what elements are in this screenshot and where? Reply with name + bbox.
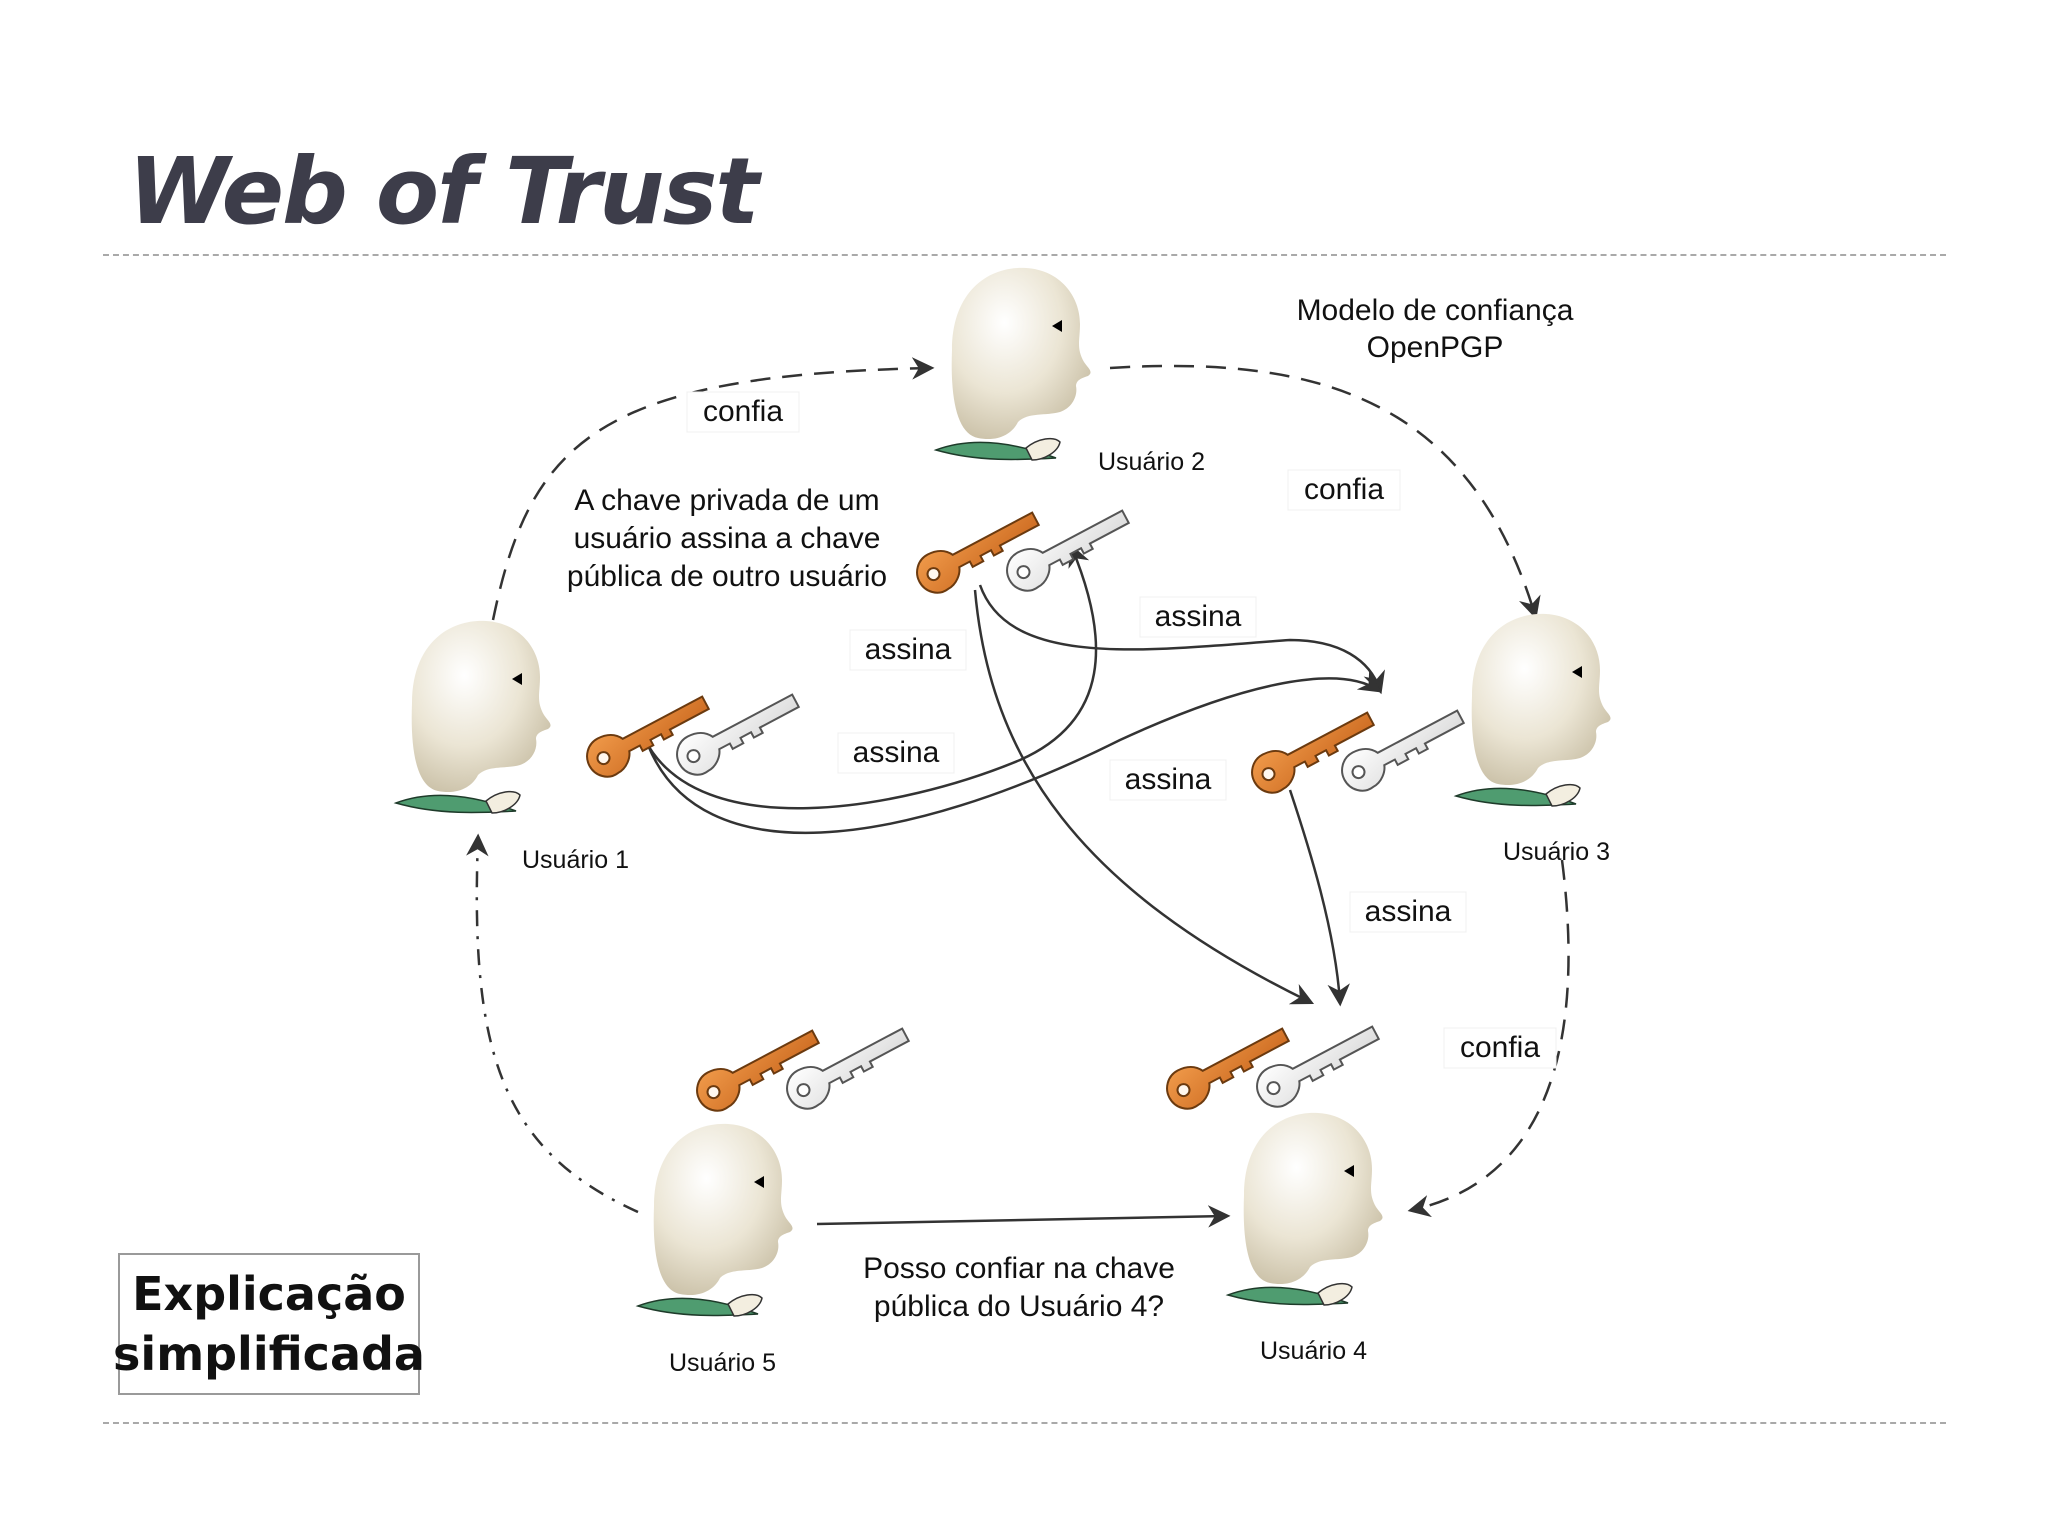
diagram-heading-line2: OpenPGP	[1367, 331, 1504, 364]
user-3-name: Usuário 3	[1503, 838, 1610, 866]
user-1-avatar	[395, 620, 552, 814]
user-2-avatar	[935, 267, 1092, 461]
trust-edge-u2-u3	[1109, 364, 1541, 620]
explanation-line1: A chave privada de um	[574, 484, 879, 517]
explanation-line2: usuário assina a chave	[574, 522, 881, 555]
label-trust-u2-u3: confia	[1304, 473, 1384, 506]
bottom-dashed-rule	[103, 1422, 1946, 1424]
trust-edge-u5-u1	[466, 833, 639, 1214]
top-dashed-rule	[103, 254, 1946, 256]
user-2-name: Usuário 2	[1098, 448, 1205, 476]
caption-line2: simplificada	[113, 1327, 425, 1381]
sign-edge-u1-u3	[646, 670, 1382, 835]
user-4-key-pair	[1158, 1014, 1387, 1117]
user-5-name: Usuário 5	[669, 1349, 776, 1377]
sign-edge-u2-u4	[973, 589, 1315, 1005]
user-3-avatar	[1455, 613, 1612, 807]
user-4-avatar	[1227, 1112, 1384, 1306]
user-3-key-pair	[1243, 698, 1472, 801]
user-1-key-pair	[578, 682, 807, 785]
label-sign-u1-u3: assina	[1125, 763, 1212, 796]
label-trust-u1-u2: confia	[703, 395, 783, 428]
user-4-name: Usuário 4	[1260, 1337, 1367, 1365]
trust-edge-u1-u2	[491, 357, 935, 621]
question-edge-u5-u4	[816, 1205, 1231, 1228]
user-5-key-pair	[688, 1016, 917, 1119]
label-sign-u3-u4: assina	[1365, 895, 1452, 928]
user-2-key-pair	[908, 498, 1137, 601]
label-trust-u3-u4: confia	[1460, 1031, 1540, 1064]
label-sign-u2-u4: assina	[865, 633, 952, 666]
trust-edge-u3-u4	[1407, 859, 1570, 1218]
caption-box: Explicação simplificada	[113, 1253, 425, 1395]
explanation-line3: pública de outro usuário	[567, 560, 887, 593]
sign-edge-u2-u3	[978, 584, 1385, 695]
diagram-heading-line1: Modelo de confiança	[1297, 294, 1574, 327]
sign-edge-u1-u2	[643, 543, 1098, 810]
slide-title: Web of Trust	[128, 138, 759, 245]
caption-line1: Explicação	[132, 1267, 406, 1321]
user-5-avatar	[637, 1123, 794, 1317]
sign-edge-u3-u4	[1288, 789, 1350, 1007]
label-sign-u2-u3: assina	[1155, 600, 1242, 633]
user-1-name: Usuário 1	[522, 846, 629, 874]
question-line1: Posso confiar na chave	[863, 1252, 1175, 1285]
label-sign-u1-u2: assina	[853, 736, 940, 769]
question-line2: pública do Usuário 4?	[874, 1290, 1164, 1323]
